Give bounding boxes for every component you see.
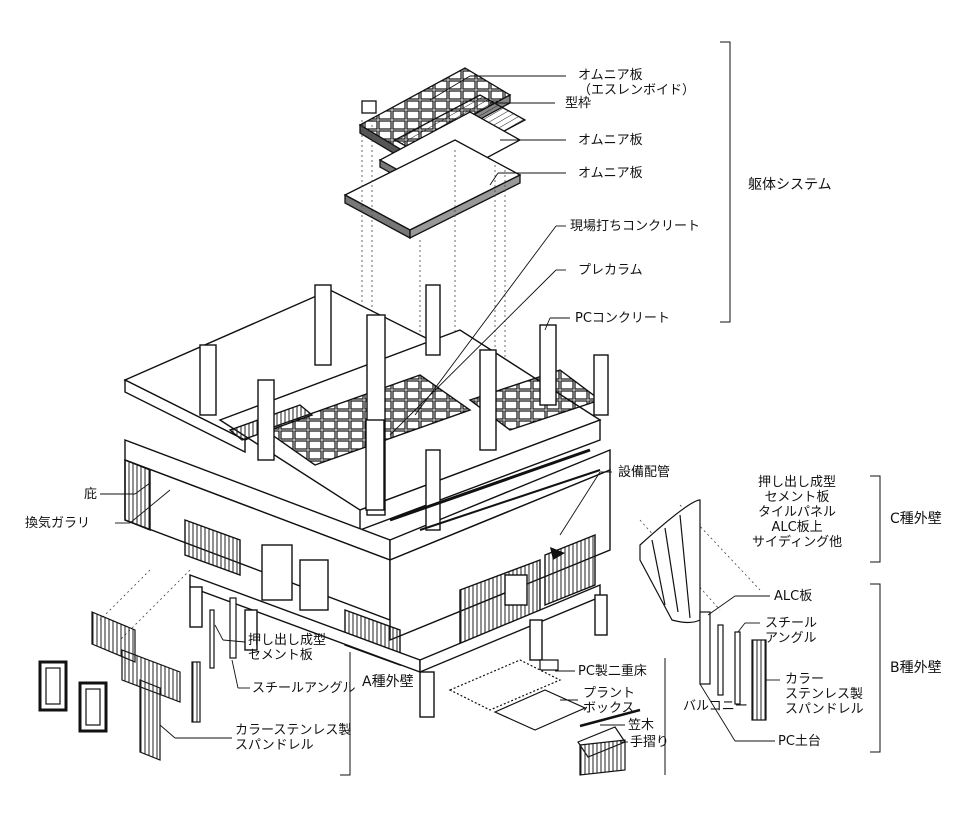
leader-lines — [100, 75, 780, 743]
label-pc-double-floor: PC製二重床 — [578, 664, 647, 679]
label-handrail: 手摺り — [630, 735, 670, 750]
label-kasagi: 笠木 — [628, 718, 655, 733]
c-wall-panel — [639, 499, 701, 624]
column — [425, 284, 441, 356]
label-omnia-void: オムニア板 （エスレンボイド） — [578, 68, 696, 98]
slab-stack — [343, 67, 527, 240]
column — [257, 379, 275, 461]
group-a-type-wall: A種外壁 — [362, 674, 414, 690]
label-c-wall-materials: 押し出し成型 セメント板 タイルパネル ALC板上 サイディング他 — [752, 475, 843, 550]
group-b-type-wall: B種外壁 — [890, 660, 942, 676]
label-color-stainless-b: カラー ステンレス製 スパンドレル — [785, 672, 864, 717]
label-formwork: 型枠 — [565, 96, 592, 111]
column — [425, 449, 441, 531]
label-balcony: バルコニー — [683, 699, 748, 714]
column — [479, 349, 497, 451]
label-omnia-1: オムニア板 — [578, 133, 643, 148]
column — [539, 324, 557, 406]
arrow-marker — [550, 547, 565, 560]
label-pc-concrete: PCコンクリート — [575, 311, 670, 326]
label-color-stainless-a: カラーステンレス製 スパンドレル — [235, 723, 352, 753]
column — [593, 354, 609, 416]
label-steel-angle-a: スチールアングル — [252, 681, 356, 696]
label-steel-angle-b: スチール アングル — [765, 616, 818, 646]
a-wall-parts — [38, 597, 237, 761]
label-alc-panel: ALC板 — [774, 589, 813, 604]
column — [314, 284, 332, 366]
label-extruded-cement-a: 押し出し成型 セメント板 — [248, 633, 327, 663]
plant-area-parts — [448, 659, 641, 776]
label-cast-in-place: 現場打ちコンクリート — [570, 219, 701, 234]
group-c-type-wall: C種外壁 — [890, 511, 942, 527]
column — [199, 344, 217, 416]
label-piping: 設備配管 — [618, 465, 671, 480]
column — [365, 419, 385, 511]
group-structure-system: 躯体システム — [748, 177, 832, 193]
group-brackets — [340, 41, 881, 776]
label-pc-base: PC土台 — [778, 734, 821, 749]
label-ventilation-gallery: 換気ガラリ — [25, 516, 91, 531]
label-precolumn: プレカラム — [578, 263, 643, 278]
label-plant-box: プラント ボックス — [583, 686, 636, 716]
label-eaves: 庇 — [84, 487, 98, 502]
label-omnia-2: オムニア板 — [578, 166, 643, 181]
b-wall-parts — [699, 611, 767, 721]
building-frame — [123, 284, 611, 718]
alc-panel-part — [699, 611, 711, 685]
